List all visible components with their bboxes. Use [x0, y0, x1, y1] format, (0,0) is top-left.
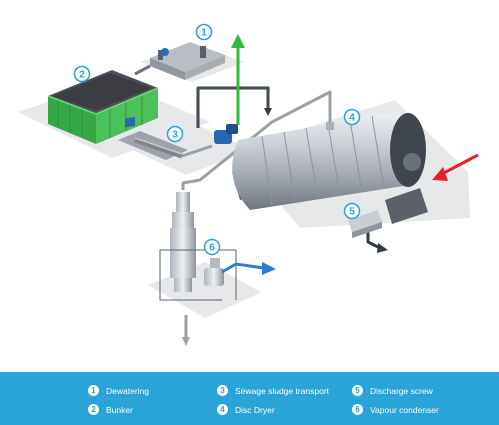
green-vapour-arrow — [231, 34, 245, 125]
marker-2: 2 — [73, 65, 91, 83]
bunker — [47, 70, 159, 144]
legend-item-sewage-sludge-transport: 3 Sewage sludge transport — [217, 385, 329, 396]
legend-label-6: Vapour condenser — [370, 404, 439, 415]
discharge-arrowhead — [377, 243, 388, 253]
legend-number-6: 6 — [352, 404, 363, 415]
legend-number-2: 2 — [88, 404, 99, 415]
disc-dryer — [214, 112, 428, 224]
legend-item-discharge-screw: 5 Discharge screw — [352, 385, 433, 396]
legend-label-3: Sewage sludge transport — [235, 385, 330, 396]
legend-label-5: Discharge screw — [370, 385, 433, 396]
sludge-pump — [118, 117, 188, 160]
legend-number-5: 5 — [352, 385, 363, 396]
process-diagram: 1 2 3 4 5 6 — [18, 23, 479, 346]
dark-pipe-arrowhead — [264, 108, 272, 116]
svg-text:5: 5 — [349, 207, 355, 218]
legend-label-4: Disc Dryer — [235, 404, 275, 415]
marker-1: 1 — [195, 23, 213, 41]
legend-label-2: Bunker — [106, 404, 133, 415]
marker-3: 3 — [166, 125, 184, 143]
legend-item-dewatering: 1 Dewatering — [88, 385, 149, 396]
legend-item-disc-dryer: 4 Disc Dryer — [217, 404, 275, 415]
svg-text:6: 6 — [209, 243, 215, 254]
svg-text:1: 1 — [201, 28, 207, 39]
legend-item-vapour-condenser: 6 Vapour condenser — [352, 404, 439, 415]
vapour-condenser — [159, 192, 237, 301]
legend-number-1: 1 — [88, 385, 99, 396]
svg-text:4: 4 — [349, 113, 355, 124]
discharge-screw — [348, 210, 382, 238]
marker-4: 4 — [343, 108, 361, 126]
legend-bar — [0, 372, 499, 425]
svg-text:3: 3 — [172, 130, 178, 141]
grey-outlet-arrowhead — [182, 337, 190, 346]
legend-item-bunker: 2 Bunker — [88, 404, 133, 415]
dewatering-machine — [150, 42, 225, 80]
svg-text:2: 2 — [79, 70, 85, 81]
legend-label-1: Dewatering — [106, 385, 149, 396]
marker-6: 6 — [203, 238, 221, 256]
marker-5: 5 — [343, 202, 361, 220]
red-steam-arrow — [432, 153, 479, 181]
blue-water-arrow — [221, 262, 276, 275]
legend-number-3: 3 — [217, 385, 228, 396]
legend-number-4: 4 — [217, 404, 228, 415]
conveyor — [134, 64, 151, 76]
